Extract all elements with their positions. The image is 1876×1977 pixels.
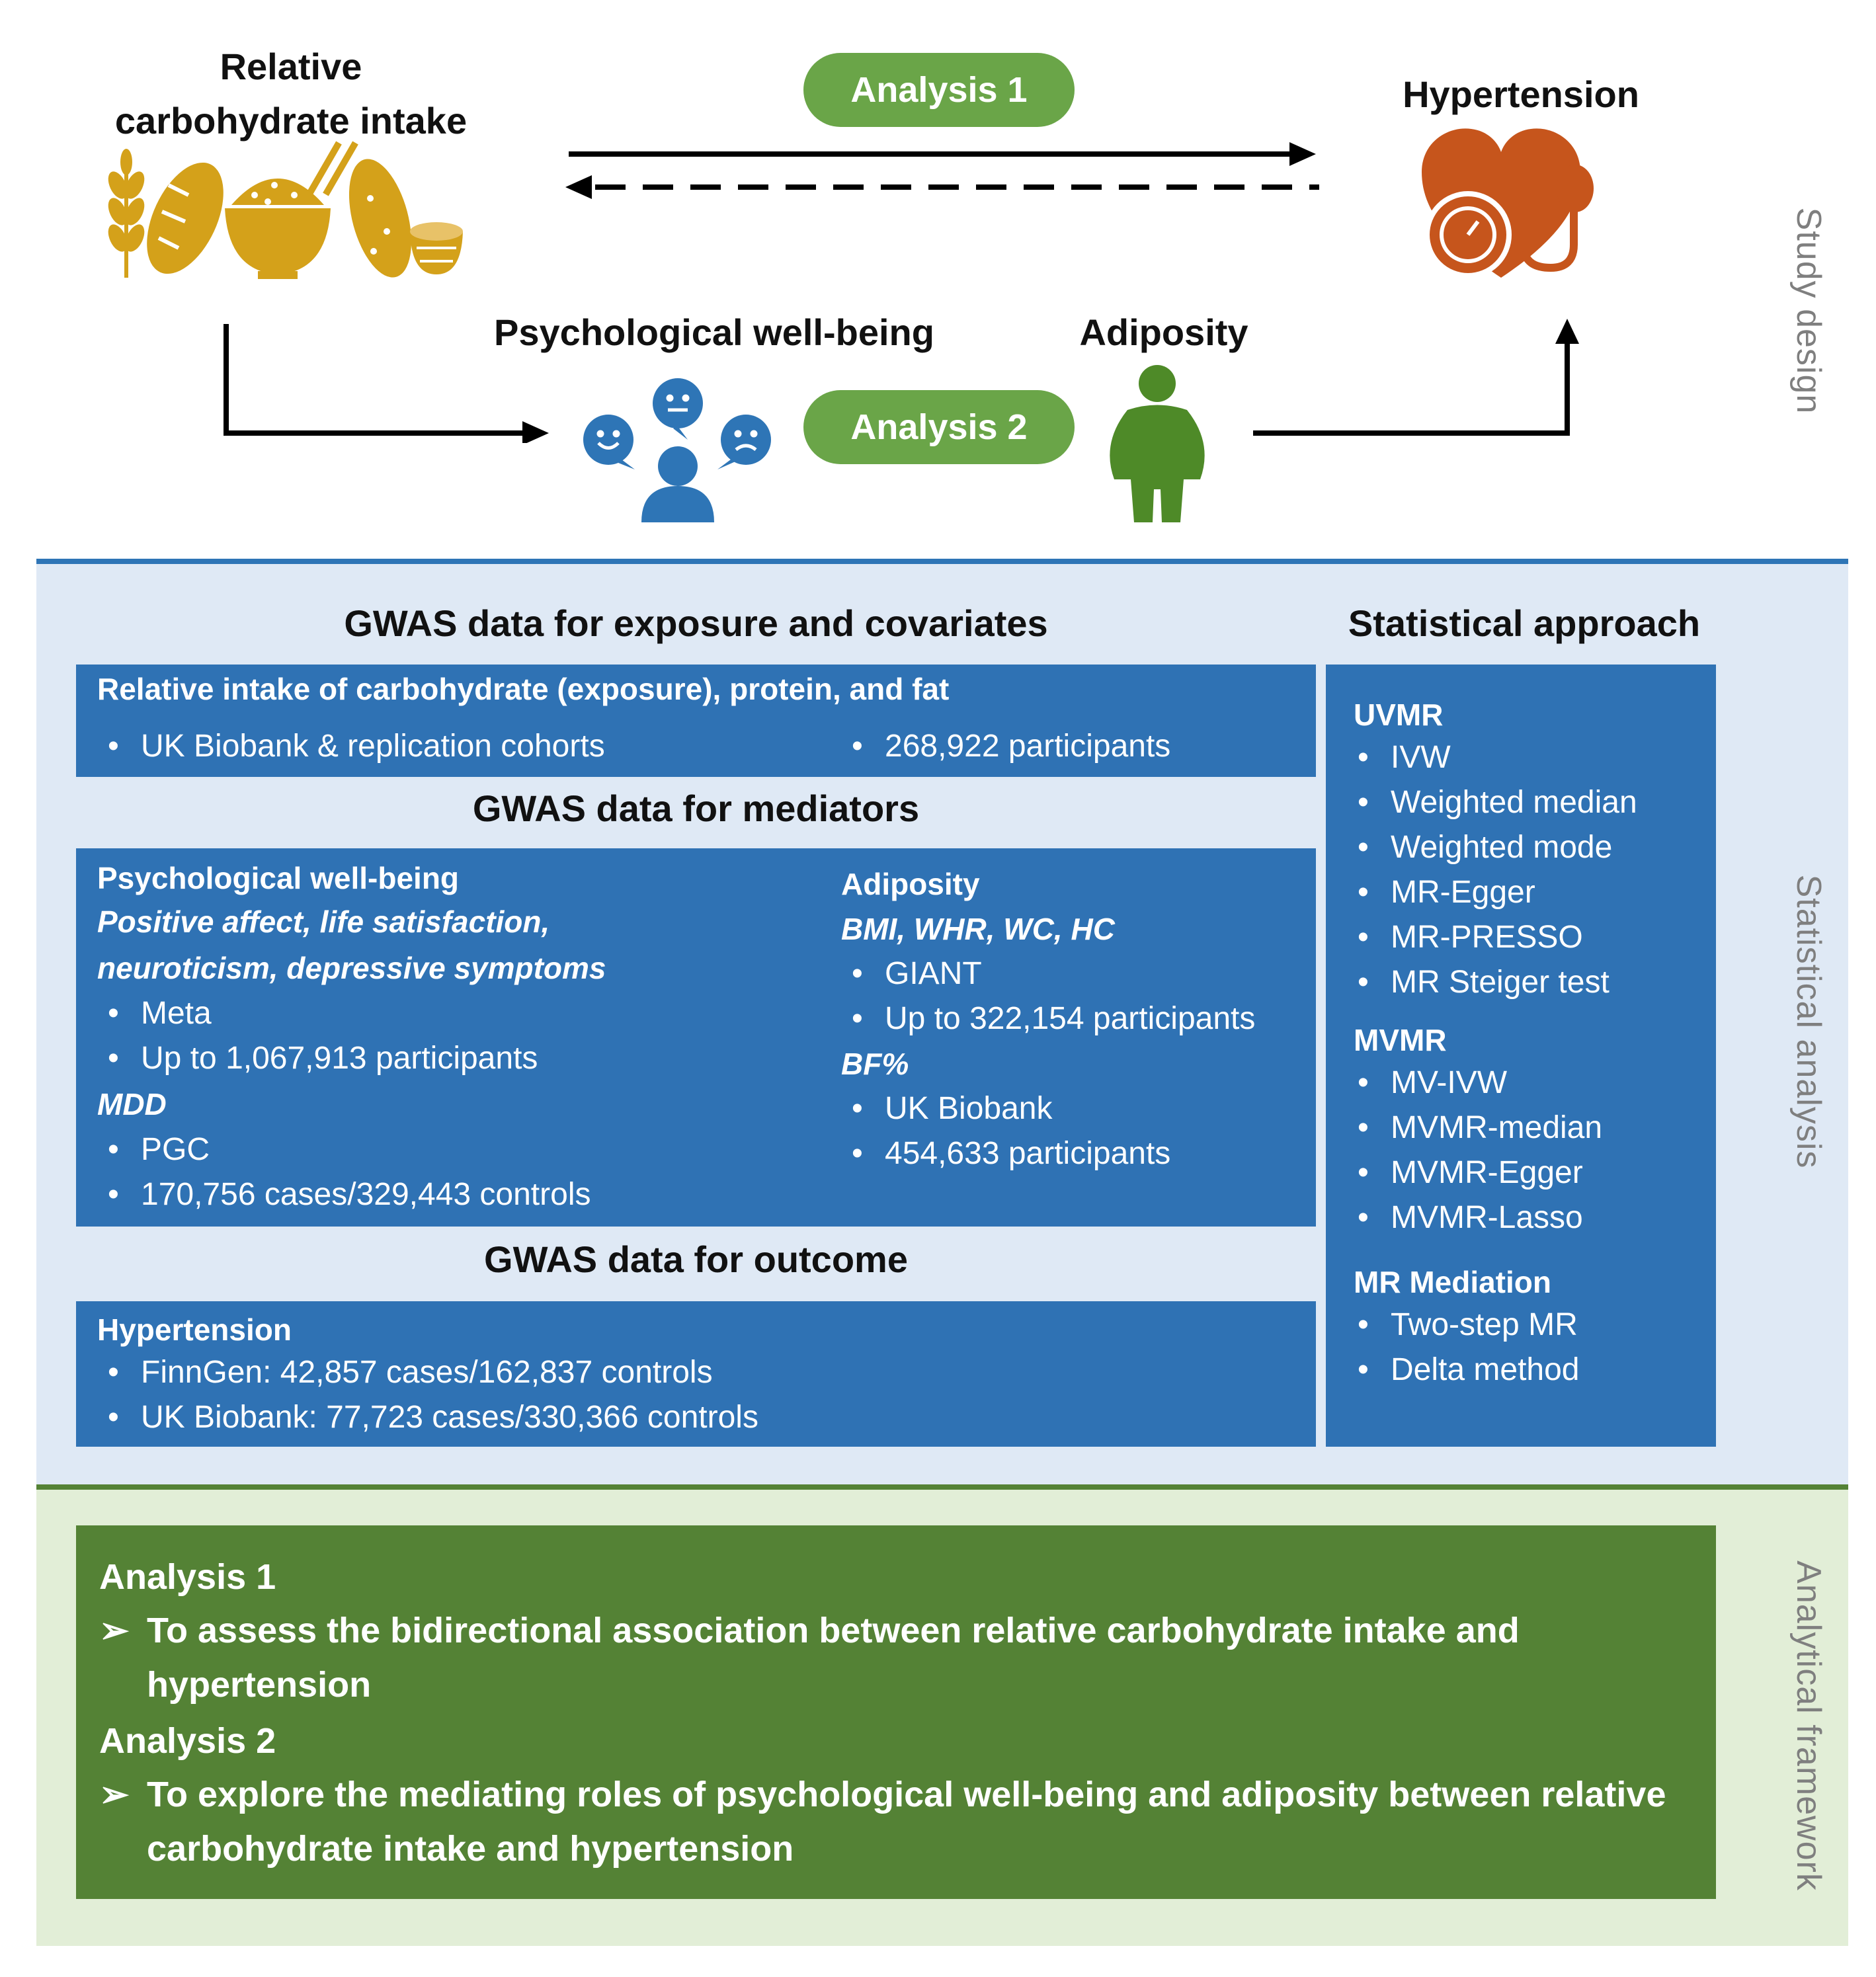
mdd-item-1: PGC: [89, 1127, 817, 1172]
analysis1-heading: Analysis 1: [99, 1557, 276, 1597]
analysis1-pill: Analysis 1: [803, 53, 1075, 127]
exposure-label: Relative carbohydrate intake: [114, 46, 468, 141]
mediators-box: Psychological well-being Positive affect…: [76, 848, 1316, 1227]
adiposity-heading: Adiposity: [841, 867, 980, 901]
mediators-section-title: GWAS data for mediators: [472, 787, 920, 829]
analytical-framework-side-label: Analytical framework: [1789, 1560, 1828, 1891]
speech-faces-icon: [583, 378, 771, 522]
bf-item-2: 454,633 participants: [833, 1131, 1309, 1176]
mvmr-item-3: MVMR-Egger: [1339, 1150, 1709, 1195]
wheat-icon: [108, 149, 145, 278]
mvmr-item-1: MV-IVW: [1339, 1061, 1709, 1106]
exposure-section-title: GWAS data for exposure and covariates: [344, 602, 1048, 644]
adiposity-subheading: BMI, WHR, WC, HC: [841, 912, 1115, 946]
statistical-analysis-side-label: Statistical analysis: [1789, 874, 1828, 1169]
mediator1-label: Psychological well-being: [494, 311, 934, 353]
adiposity-item-1: GIANT: [833, 951, 1309, 996]
uvmr-heading: UVMR: [1354, 698, 1444, 732]
bread-icon: [147, 162, 224, 274]
uvmr-item-4: MR-Egger: [1339, 870, 1709, 915]
uvmr-item-2: Weighted median: [1339, 780, 1709, 825]
analysis2-heading: Analysis 2: [99, 1721, 276, 1761]
exposure-item-1: UK Biobank & replication cohorts: [89, 724, 605, 769]
stat-approach-title: Statistical approach: [1348, 602, 1701, 644]
analysis2-text: To explore the mediating roles of psycho…: [147, 1775, 1666, 1869]
psych-item-1: Meta: [89, 991, 817, 1036]
coconut-icon: [410, 222, 463, 274]
mvmr-heading: MVMR: [1354, 1023, 1447, 1057]
path-arrow-left: [224, 324, 549, 443]
psych-item-2: Up to 1,067,913 participants: [89, 1036, 817, 1081]
outcome-section-title: GWAS data for outcome: [484, 1238, 908, 1280]
heart-blood-pressure-icon: [1422, 128, 1594, 278]
arrow-bullet-icon: ➢: [99, 1611, 130, 1650]
analysis2-item: ➢ To explore the mediating roles of psyc…: [99, 1767, 1693, 1876]
exposure-box: Relative intake of carbohydrate (exposur…: [76, 665, 1316, 777]
study-design-side-label: Study design: [1789, 207, 1828, 415]
outcome-label: Hypertension: [1403, 73, 1639, 115]
exposure-item-2: 268,922 participants: [833, 724, 1170, 769]
mediation-item-2: Delta method: [1339, 1348, 1709, 1392]
food-icons: [108, 141, 463, 279]
person-obese-icon: [1110, 365, 1205, 522]
mediation-item-1: Two-step MR: [1339, 1303, 1709, 1348]
sweet-potato-icon: [348, 159, 412, 278]
analytical-framework-box: Analysis 1 ➢ To assess the bidirectional…: [76, 1525, 1716, 1899]
mvmr-item-2: MVMR-median: [1339, 1106, 1709, 1150]
mvmr-item-4: MVMR-Lasso: [1339, 1195, 1709, 1240]
rice-bowl-icon: [225, 141, 358, 279]
arrow-bullet-icon: ➢: [99, 1775, 130, 1814]
mdd-heading: MDD: [97, 1087, 167, 1121]
uvmr-item-1: IVW: [1339, 735, 1709, 780]
outcome-box-heading: Hypertension: [97, 1312, 292, 1347]
mdd-item-2: 170,756 cases/329,443 controls: [89, 1172, 817, 1217]
analysis1-text: To assess the bidirectional association …: [147, 1611, 1520, 1705]
mediation-heading: MR Mediation: [1354, 1265, 1551, 1299]
exposure-box-heading: Relative intake of carbohydrate (exposur…: [97, 672, 950, 706]
outcome-item-2: UK Biobank: 77,723 cases/330,366 control…: [89, 1395, 758, 1440]
bidirectional-arrows: [565, 142, 1319, 199]
adiposity-item-2: Up to 322,154 participants: [833, 996, 1309, 1041]
bf-item-1: UK Biobank: [833, 1086, 1309, 1131]
bf-heading: BF%: [841, 1047, 909, 1081]
uvmr-item-5: MR-PRESSO: [1339, 915, 1709, 960]
analysis1-item: ➢ To assess the bidirectional associatio…: [99, 1603, 1693, 1712]
analysis2-pill: Analysis 2: [803, 390, 1075, 464]
psych-heading: Psychological well-being: [97, 861, 460, 895]
uvmr-item-3: Weighted mode: [1339, 825, 1709, 870]
outcome-box: Hypertension FinnGen: 42,857 cases/162,8…: [76, 1301, 1316, 1447]
path-arrow-right: [1253, 319, 1579, 436]
mediator2-label: Adiposity: [1079, 311, 1248, 353]
outcome-item-1: FinnGen: 42,857 cases/162,837 controls: [89, 1350, 758, 1395]
stat-approach-box: UVMR IVW Weighted median Weighted mode M…: [1326, 665, 1716, 1447]
psych-subheading: Positive affect, life satisfaction, neur…: [97, 905, 606, 985]
uvmr-item-6: MR Steiger test: [1339, 960, 1709, 1005]
